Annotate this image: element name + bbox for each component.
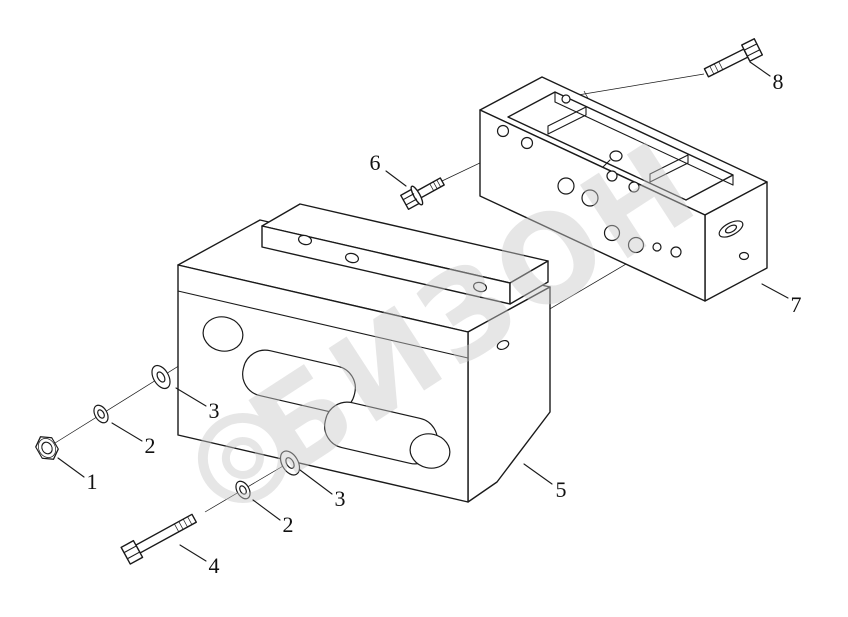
spring-washer (235, 480, 251, 500)
callout-label: 6 (370, 150, 381, 175)
callout-label: 1 (87, 469, 98, 494)
nut (35, 436, 59, 460)
callout-2b: 2 (252, 499, 294, 537)
block-front-holes (202, 316, 510, 469)
internal-partition-right (649, 154, 689, 183)
callout-1: 1 (57, 457, 98, 494)
bolt (120, 513, 197, 565)
callout-label: 4 (209, 553, 220, 578)
bracket-holes (496, 94, 750, 261)
callout-label: 5 (556, 477, 567, 502)
part-5-main-block (177, 203, 551, 503)
callout-6: 6 (370, 150, 407, 187)
callout-5: 5 (523, 463, 567, 502)
callout-label: 3 (335, 486, 346, 511)
flat-washer (151, 364, 171, 390)
flat-washer (279, 450, 301, 476)
watermark-logo-icon (197, 412, 288, 503)
callout-label: 2 (283, 512, 294, 537)
callout-2: 2 (111, 422, 156, 458)
spring-washer (93, 404, 109, 424)
callout-label: 2 (145, 433, 156, 458)
watermark-logo-icon (221, 436, 264, 479)
callout-3: 3 (175, 387, 220, 423)
internal-partition-left (547, 106, 587, 135)
callout-8: 8 (749, 61, 784, 94)
callout-7: 7 (761, 283, 802, 317)
callout-3b: 3 (299, 469, 346, 511)
callout-label: 8 (773, 69, 784, 94)
callout-4: 4 (179, 544, 220, 578)
part-7-upper-bracket (479, 76, 768, 302)
callouts: 1 2 3 4 2 3 5 6 (57, 61, 802, 578)
index-mark (602, 150, 623, 168)
callout-label: 7 (791, 292, 802, 317)
block-top-rail (261, 203, 549, 305)
bolt (400, 177, 445, 210)
bolt (703, 38, 764, 78)
callout-label: 3 (209, 398, 220, 423)
